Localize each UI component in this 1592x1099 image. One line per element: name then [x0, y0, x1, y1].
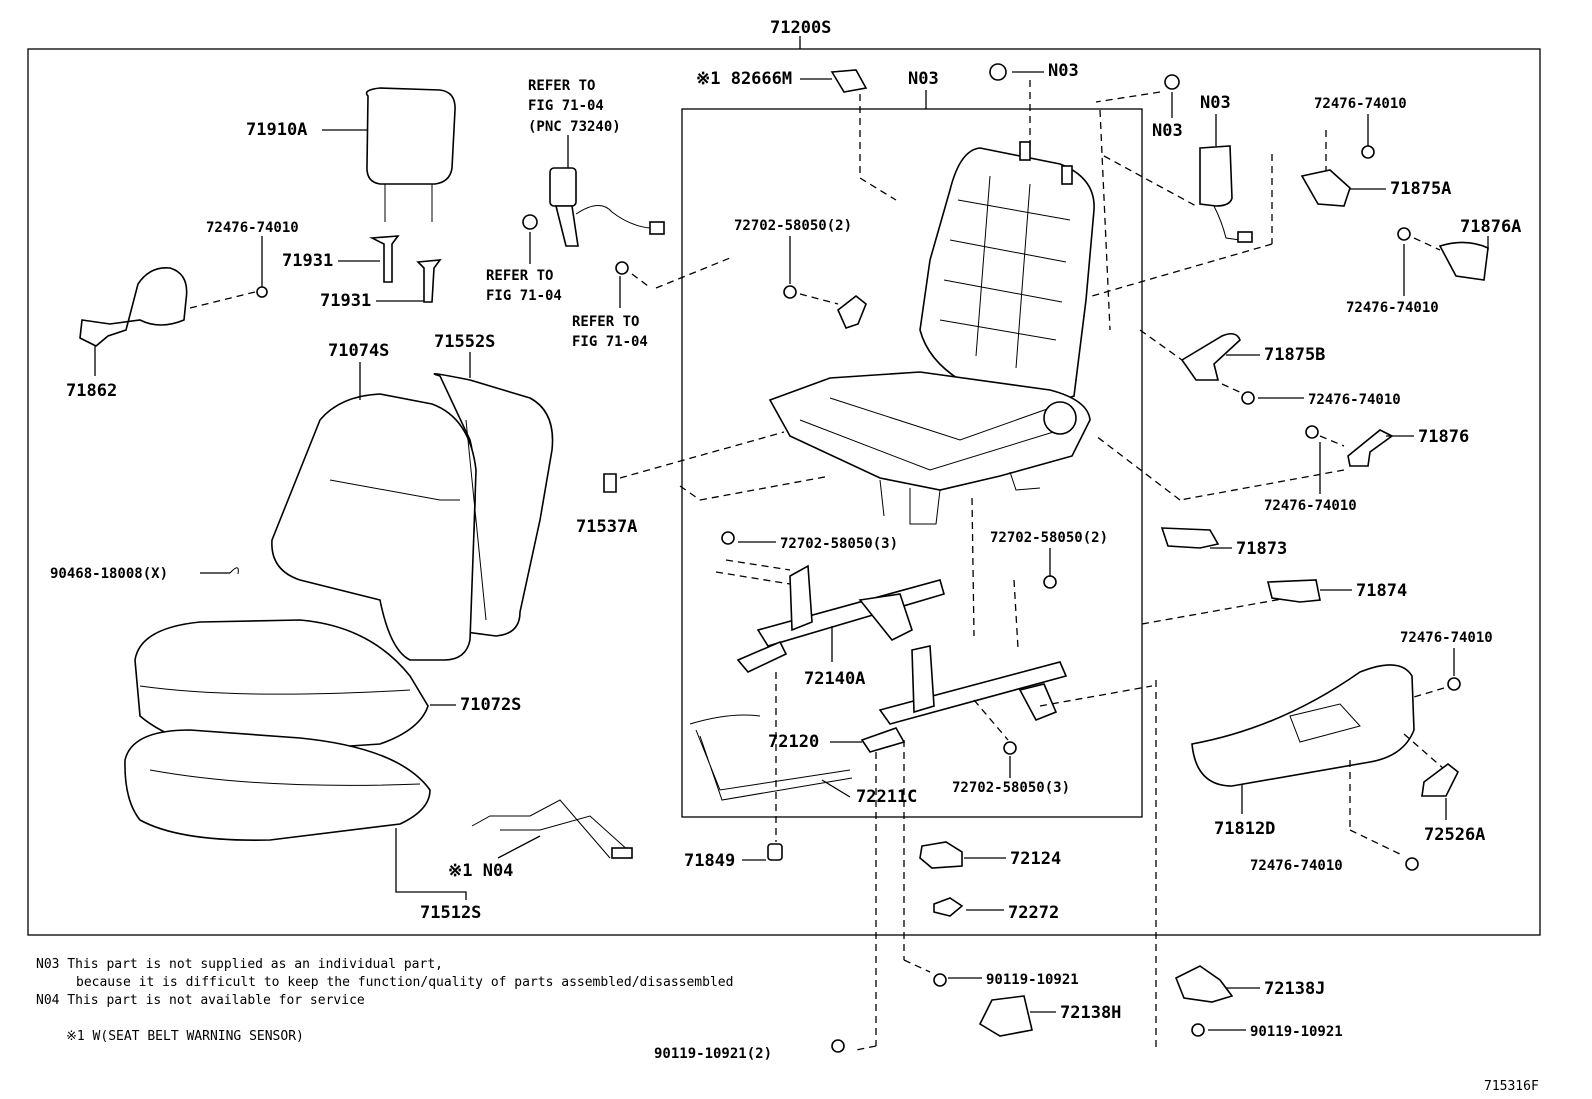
- label-71849: 71849: [684, 851, 735, 871]
- label-72702-a: 72702-58050(2): [734, 218, 852, 234]
- label-72272: 72272: [1008, 903, 1059, 923]
- label-N03-c: N03: [1152, 121, 1183, 141]
- label-71512S: 71512S: [420, 903, 481, 923]
- label-refer3-b: FIG 71-04: [572, 334, 648, 350]
- label-72476-b: 72476-74010: [1314, 96, 1407, 112]
- note-footnote: ※1 W(SEAT BELT WARNING SENSOR): [66, 1029, 304, 1044]
- headrest-guides-drawing: [369, 235, 442, 303]
- label-90119-a: 90119-10921: [986, 972, 1079, 988]
- seat-cushion-drawing: [124, 619, 431, 841]
- label-90119-b: 90119-10921(2): [654, 1046, 772, 1062]
- label-refer1-c: (PNC 73240): [528, 119, 621, 135]
- label-72120: 72120: [768, 732, 819, 752]
- label-refer2-b: FIG 71-04: [486, 288, 562, 304]
- label-71875B: 71875B: [1264, 345, 1325, 365]
- label-72476-a: 72476-74010: [206, 220, 299, 236]
- seatback-cover-drawing: [271, 372, 554, 661]
- side-airbag-drawing: [1199, 145, 1253, 243]
- label-refer2-a: REFER TO: [486, 268, 553, 284]
- label-71537A: 71537A: [576, 517, 637, 537]
- label-71874: 71874: [1356, 581, 1407, 601]
- label-refer3-a: REFER TO: [572, 314, 639, 330]
- belt-sensor-drawing: [471, 799, 633, 859]
- diagram-frame: [27, 48, 1541, 936]
- label-71074S: 71074S: [328, 341, 389, 361]
- note-n04: N04 This part is not available for servi…: [36, 993, 365, 1008]
- label-71931-b: 71931: [320, 291, 371, 311]
- label-71876: 71876: [1418, 427, 1469, 447]
- figure-id: 715316F: [1484, 1079, 1539, 1094]
- label-72476-f: 72476-74010: [1400, 630, 1493, 646]
- label-72476-g: 72476-74010: [1250, 858, 1343, 874]
- label-72526A: 72526A: [1424, 825, 1485, 845]
- label-71072S: 71072S: [460, 695, 521, 715]
- label-72702-d: 72702-58050(3): [952, 780, 1070, 796]
- label-72211C: 72211C: [856, 787, 917, 807]
- note-n03-line1: N03 This part is not supplied as an indi…: [36, 957, 443, 972]
- label-90468: 90468-18008(X): [50, 566, 168, 582]
- seat-track-inner-drawing: [736, 564, 945, 673]
- label-N04: ※1 N04: [448, 861, 513, 881]
- label-71812D: 71812D: [1214, 819, 1275, 839]
- label-71873: 71873: [1236, 539, 1287, 559]
- label-82666M: ※1 82666M: [696, 69, 792, 89]
- recliner-cover-drawing: [79, 267, 256, 347]
- label-72702-c: 72702-58050(2): [990, 530, 1108, 546]
- assembly-label: 71200S: [770, 18, 831, 38]
- label-90119-c: 90119-10921: [1250, 1024, 1343, 1040]
- label-refer1-a: REFER TO: [528, 78, 595, 94]
- note-n03-line2: because it is difficult to keep the func…: [76, 975, 733, 990]
- label-71910A: 71910A: [246, 120, 307, 140]
- seat-belt-buckle-drawing: [522, 167, 665, 275]
- label-refer1-b: FIG 71-04: [528, 98, 604, 114]
- label-72476-d: 72476-74010: [1308, 392, 1401, 408]
- label-72702-b: 72702-58050(3): [780, 536, 898, 552]
- label-72138J: 72138J: [1264, 979, 1325, 999]
- label-71876A: 71876A: [1460, 217, 1521, 237]
- label-72476-c: 72476-74010: [1346, 300, 1439, 316]
- label-71931-a: 71931: [282, 251, 333, 271]
- headrest-drawing: [365, 87, 456, 222]
- side-shield-drawing: [1191, 664, 1415, 787]
- label-N03-b: N03: [1048, 61, 1079, 81]
- label-71862: 71862: [66, 381, 117, 401]
- seat-track-outer-drawing: [860, 645, 1068, 753]
- seat-frame-drawing: [768, 141, 1095, 525]
- label-71875A: 71875A: [1390, 179, 1451, 199]
- label-72124: 72124: [1010, 849, 1061, 869]
- frame-group-box: [681, 108, 1143, 818]
- label-72476-e: 72476-74010: [1264, 498, 1357, 514]
- label-72140A: 72140A: [804, 669, 865, 689]
- label-N03-a: N03: [908, 69, 939, 89]
- label-72138H: 72138H: [1060, 1003, 1121, 1023]
- label-N03-d: N03: [1200, 93, 1231, 113]
- label-71552S: 71552S: [434, 332, 495, 352]
